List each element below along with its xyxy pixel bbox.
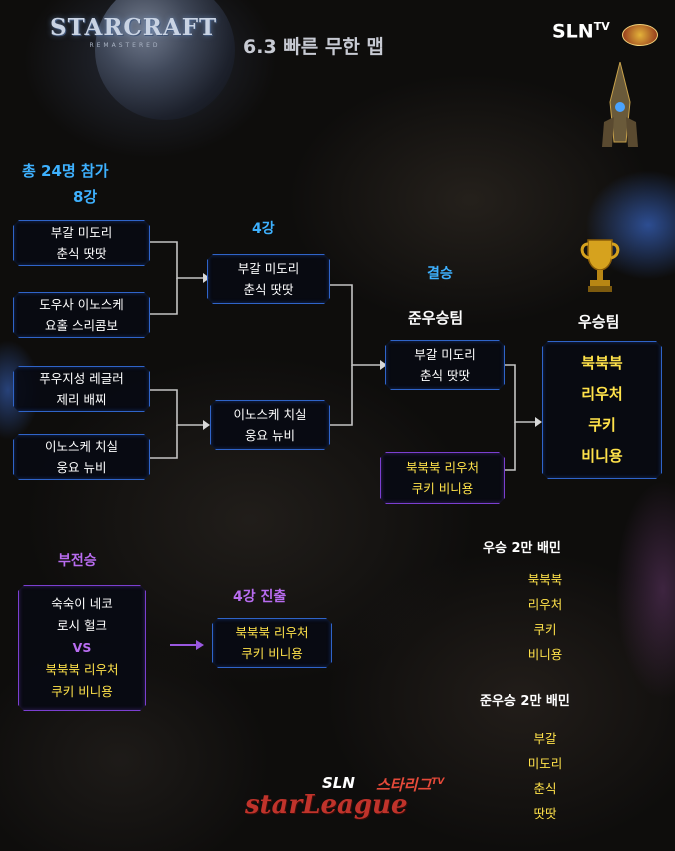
team-line: 요홀 스리콤보 xyxy=(45,318,118,333)
team-line: 북북북 리우처 xyxy=(406,460,479,475)
advance-team-box: 북북북 리우처 쿠키 비니용 xyxy=(212,618,332,668)
winner-prize-title: 우승 2만 배민 xyxy=(483,541,561,556)
prize-name: 비니용 xyxy=(527,647,563,662)
winner-name: 북북북 xyxy=(581,354,623,372)
tv-badge-icon xyxy=(622,24,658,46)
round4-label: 4강 xyxy=(252,221,275,237)
prize-name: 쿠키 xyxy=(533,622,557,637)
team-line: 쿠키 비니용 xyxy=(51,684,113,699)
prize-name: 땃땃 xyxy=(533,806,557,821)
final-team-winner: 북북북 리우처 쿠키 비니용 xyxy=(380,452,505,504)
advance-arrow-icon xyxy=(170,640,204,650)
team-line: 부갈 미도리 xyxy=(414,347,476,362)
team-line: 숙숙이 네코 xyxy=(51,596,113,611)
team-line: 부갈 미도리 xyxy=(50,225,113,240)
runner-prize-title: 준우승 2만 배민 xyxy=(480,694,570,709)
footer-starleague-korean-logo: 스타리그TV xyxy=(376,776,445,794)
runner-prize-names: 부갈 미도리 춘식 땃땃 xyxy=(500,726,590,826)
team-line: 북북북 리우처 xyxy=(45,662,119,677)
team-line: 춘식 땃땃 xyxy=(56,246,107,261)
winner-name: 리우처 xyxy=(581,385,623,403)
round8-label: 8강 xyxy=(73,188,98,206)
page-title: 6.3 빠른 무한 맵 xyxy=(243,36,384,58)
team-line: 춘식 땃땃 xyxy=(420,368,470,383)
runner-up-label: 준우승팀 xyxy=(408,309,464,327)
starleague-logo: starLeague xyxy=(245,790,408,820)
team-line: 제리 배찌 xyxy=(56,392,107,407)
team-line: 춘식 땃땃 xyxy=(243,282,294,297)
protoss-spire-icon xyxy=(602,62,638,147)
total-participants-label: 총 24명 참가 xyxy=(22,162,109,180)
sln-tv-logo: SLNTV xyxy=(552,20,610,43)
trophy-icon xyxy=(580,239,620,292)
losers-bracket-label: 부전승 xyxy=(58,553,97,569)
team-line: 웅요 뉴비 xyxy=(245,428,295,443)
round4-match-1: 부갈 미도리 춘식 땃땃 xyxy=(207,254,330,304)
team-line: 부갈 미도리 xyxy=(237,261,300,276)
team-line: 웅요 뉴비 xyxy=(56,460,107,475)
round8-match-1: 부갈 미도리 춘식 땃땃 xyxy=(13,220,150,266)
winner-name: 쿠키 xyxy=(588,416,616,434)
team-line: 도우사 이노스케 xyxy=(39,297,124,312)
planet-image xyxy=(95,0,235,120)
round8-match-3: 푸우지성 레글러 제리 배찌 xyxy=(13,366,150,412)
team-line: 쿠키 비니용 xyxy=(411,481,474,496)
advance-label: 4강 진출 xyxy=(233,589,287,605)
winner-team-box: 북북북 리우처 쿠키 비니용 xyxy=(542,341,662,479)
round4-match-2: 이노스케 치실 웅요 뉴비 xyxy=(210,400,330,450)
creep-decoration xyxy=(615,480,675,700)
prize-name: 부갈 xyxy=(533,731,557,746)
team-line: 이노스케 치실 xyxy=(233,407,307,422)
starcraft-logo: STARCRAFT xyxy=(50,14,218,41)
team-line: 푸우지성 레글러 xyxy=(39,371,124,386)
final-label: 결승 xyxy=(427,266,453,282)
winner-label: 우승팀 xyxy=(578,313,620,331)
winner-prize-names: 북북북 리우처 쿠키 비니용 xyxy=(500,567,590,667)
vs-label: VS xyxy=(72,640,92,655)
team-line: 로시 헐크 xyxy=(57,618,107,633)
round8-match-4: 이노스케 치실 웅요 뉴비 xyxy=(13,434,150,480)
prize-name: 미도리 xyxy=(527,756,563,771)
final-team-runner-up: 부갈 미도리 춘식 땃땃 xyxy=(385,340,505,390)
team-line: 이노스케 치실 xyxy=(45,439,118,454)
footer-sln-logo: SLN xyxy=(322,774,355,792)
team-line: 북북북 리우처 xyxy=(235,625,309,640)
prize-name: 북북북 xyxy=(527,572,563,587)
prize-name: 리우처 xyxy=(527,597,563,612)
round8-match-2: 도우사 이노스케 요홀 스리콤보 xyxy=(13,292,150,338)
starcraft-logo-sub: REMASTERED xyxy=(89,42,161,49)
prize-name: 춘식 xyxy=(533,781,557,796)
losers-bracket-box: 숙숙이 네코 로시 헐크 VS 북북북 리우처 쿠키 비니용 xyxy=(18,585,146,711)
team-line: 쿠키 비니용 xyxy=(241,646,303,661)
winner-name: 비니용 xyxy=(581,447,623,465)
